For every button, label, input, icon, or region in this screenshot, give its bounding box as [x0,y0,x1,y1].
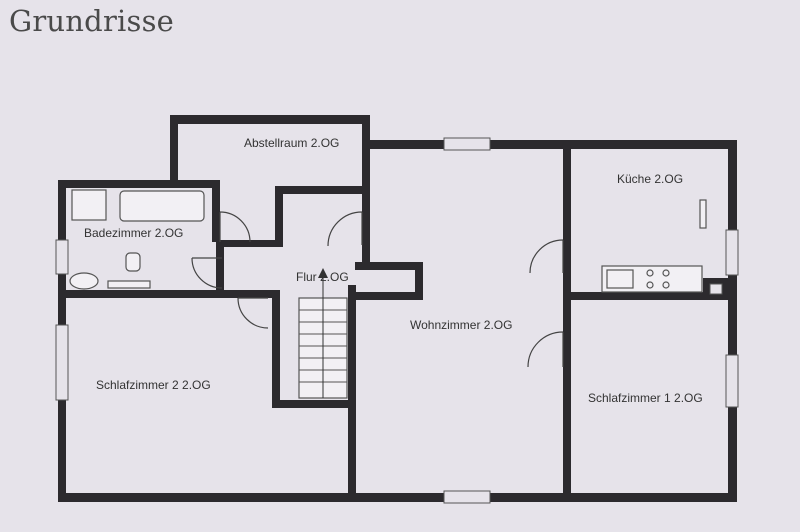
label-flur: Flur 2.OG [296,270,349,284]
windows [55,137,739,504]
label-badezimmer: Badezimmer 2.OG [84,226,183,240]
label-schlafzimmer1: Schlafzimmer 1 2.OG [588,391,703,405]
doors [191,211,564,368]
label-abstellraum: Abstellraum 2.OG [244,136,339,150]
page-title: Grundrisse [9,4,175,38]
label-kueche: Küche 2.OG [617,172,683,186]
kitchen-fixtures [601,199,707,293]
label-wohnzimmer: Wohnzimmer 2.OG [410,318,512,332]
stairs [298,268,348,399]
label-schlafzimmer2: Schlafzimmer 2 2.OG [96,378,211,392]
walls [58,115,737,502]
bathroom-fixtures [69,189,205,290]
